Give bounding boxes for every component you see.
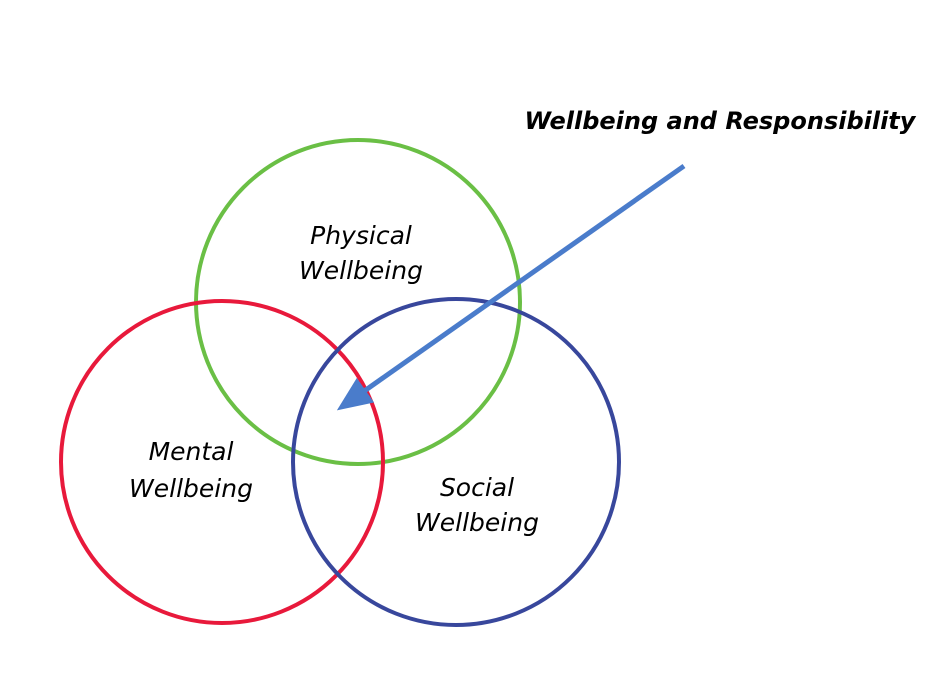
mental-label-line2: Wellbeing	[129, 474, 253, 503]
physical-label-line1: Physical	[310, 221, 412, 250]
social-label-line1: Social	[440, 473, 514, 502]
mental-label-line1: Mental	[149, 437, 234, 466]
mental-wellbeing-circle	[59, 299, 385, 625]
physical-label-line2: Wellbeing	[299, 256, 423, 285]
social-wellbeing-circle	[291, 297, 621, 627]
pointer-arrow	[336, 163, 686, 411]
diagram-title: Wellbeing and Responsibility	[525, 107, 917, 135]
social-label-line2: Wellbeing	[415, 508, 539, 537]
